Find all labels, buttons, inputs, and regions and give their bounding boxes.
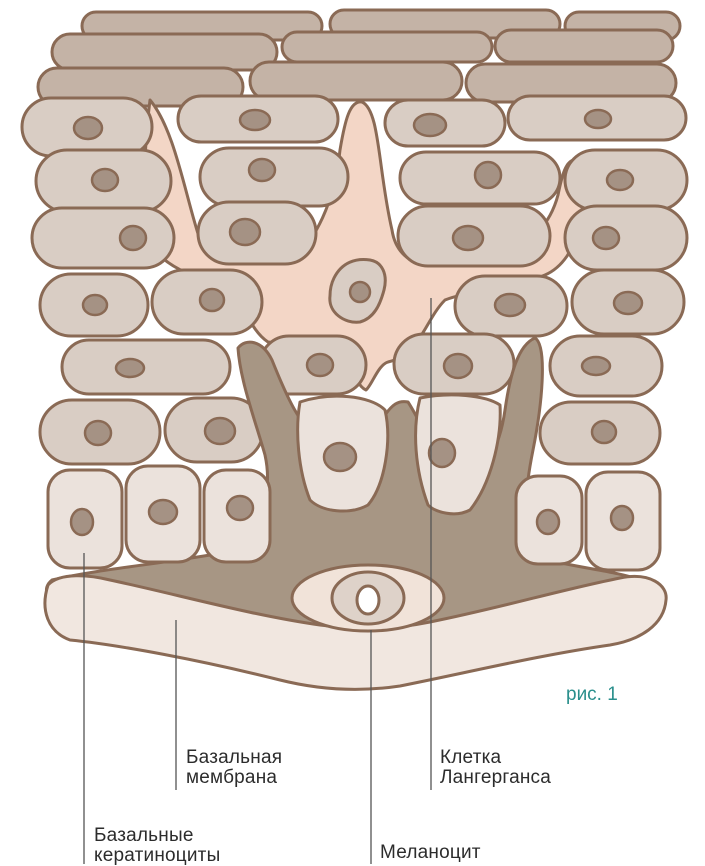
- label-basal-membrane-line2: мембрана: [186, 768, 282, 788]
- label-langerhans-line1: Клетка: [440, 748, 551, 768]
- label-basal-membrane-line1: Базальная: [186, 748, 282, 768]
- label-basal-keratinocytes-line1: Базальные: [94, 826, 220, 846]
- label-basal-keratinocytes: Базальные кератиноциты: [94, 826, 220, 866]
- melanocyte-nucleolus: [357, 586, 379, 614]
- figure-label: рис. 1: [566, 684, 618, 706]
- label-langerhans-line2: Лангерганса: [440, 768, 551, 788]
- label-basal-keratinocytes-line2: кератиноциты: [94, 846, 220, 866]
- label-langerhans: Клетка Лангерганса: [440, 748, 551, 788]
- label-basal-membrane: Базальная мембрана: [186, 748, 282, 788]
- flattened-cells-layer: [38, 10, 680, 106]
- label-melanocyte: Меланоцит: [380, 843, 481, 863]
